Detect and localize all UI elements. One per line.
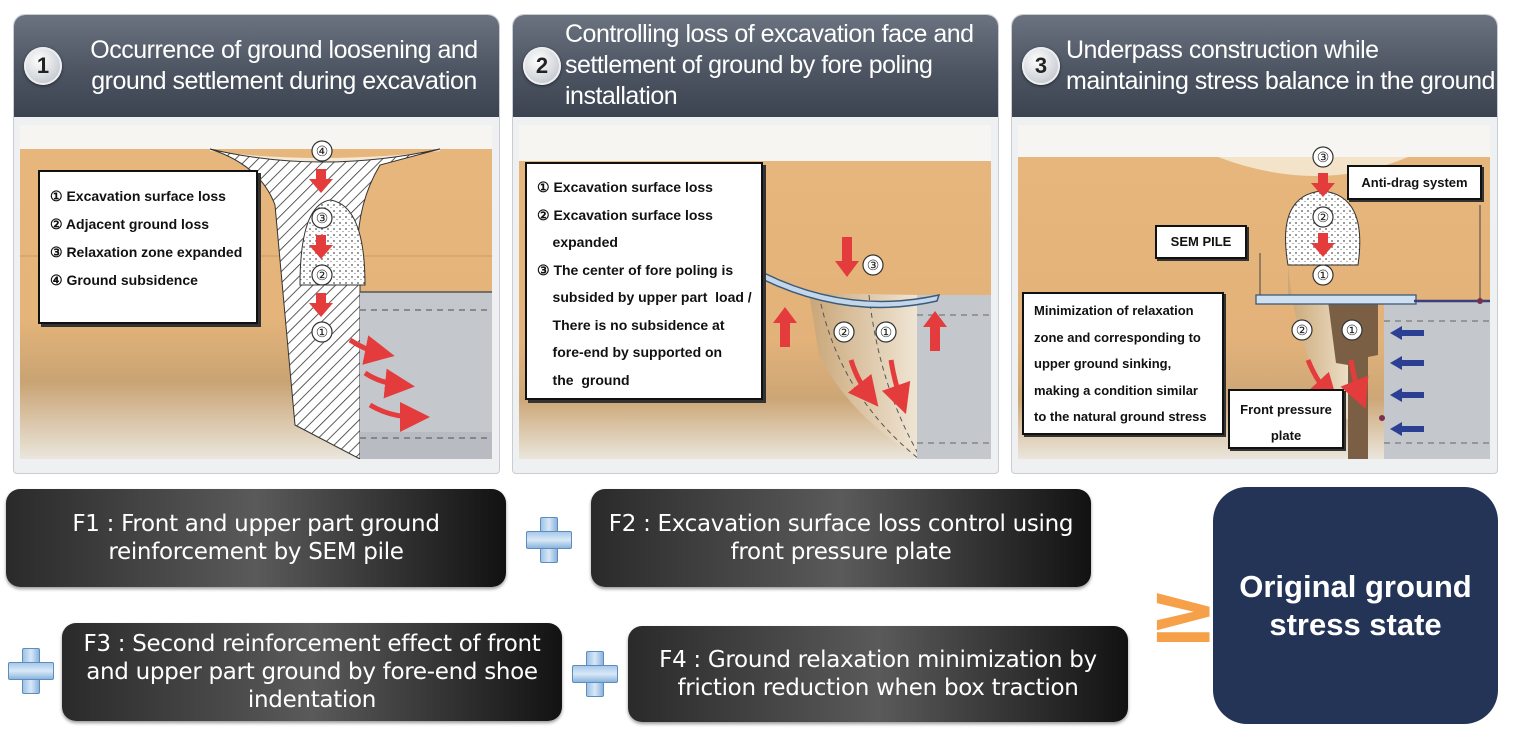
greater-equal-operator: ≥ — [1148, 564, 1219, 662]
panel-3-marker-1: ① — [1346, 322, 1359, 338]
panel-1-marker-1: ① — [316, 324, 329, 340]
panel-2-marker-3: ③ — [867, 257, 880, 273]
panel-1-subsidence-arrows — [309, 169, 430, 432]
panel-3-title: Underpass construction while maintaining… — [1066, 36, 1495, 95]
factor-f2-box: F2 : Excavation surface loss control usi… — [591, 489, 1091, 587]
panel-2-header: 2 Controlling loss of excavation face an… — [513, 15, 998, 117]
panel-1-legend: ① Excavation surface loss ② Adjacent gro… — [38, 170, 258, 324]
panel-1: 1 Occurrence of ground loosening and gro… — [13, 14, 500, 474]
panel-3-marker-2: ② — [1296, 322, 1309, 338]
plus-icon — [8, 648, 54, 694]
panel-3-marker-2-top: ② — [1317, 209, 1330, 225]
panel-3-pressure-arrows — [1390, 326, 1424, 436]
relaxation-note: Minimization of relaxation zone and corr… — [1022, 292, 1224, 435]
plus-icon — [526, 517, 572, 563]
panel-1-number-badge: 1 — [24, 47, 62, 85]
panel-1-title: Occurrence of ground loosening and groun… — [90, 36, 478, 95]
panel-3-load-arrows — [1305, 173, 1424, 436]
front-pressure-plate-label: Front pressure plate — [1228, 389, 1344, 449]
panel-3-marker-3: ③ — [1317, 149, 1330, 165]
panel-2-marker-1: ① — [880, 324, 893, 340]
panel-1-marker-4: ④ — [316, 143, 329, 159]
panel-2-load-arrows — [773, 237, 947, 415]
panel-2-legend: ① Excavation surface loss ② Excavation s… — [525, 162, 763, 400]
factor-f3-box: F3 : Second reinforcement effect of fron… — [62, 623, 562, 721]
panel-2: 2 Controlling loss of excavation face an… — [512, 14, 999, 474]
panel-3-header: 3 Underpass construction while maintaini… — [1012, 15, 1497, 117]
panel-1-marker-3: ③ — [316, 210, 329, 226]
panel-2-title: Controlling loss of excavation face and … — [565, 20, 974, 110]
anti-drag-system-label: Anti-drag system — [1347, 165, 1482, 200]
panel-3: 3 Underpass construction while maintaini… — [1011, 14, 1498, 474]
panel-3-marker-1-top: ① — [1317, 267, 1330, 283]
plus-icon — [572, 651, 618, 697]
panel-1-header: 1 Occurrence of ground loosening and gro… — [14, 15, 499, 117]
panel-3-number-badge: 3 — [1022, 47, 1060, 85]
panel-2-number-badge: 2 — [523, 47, 561, 85]
panel-1-marker-2: ② — [316, 267, 329, 283]
panel-2-marker-2: ② — [838, 324, 851, 340]
sem-pile-label: SEM PILE — [1155, 225, 1247, 259]
